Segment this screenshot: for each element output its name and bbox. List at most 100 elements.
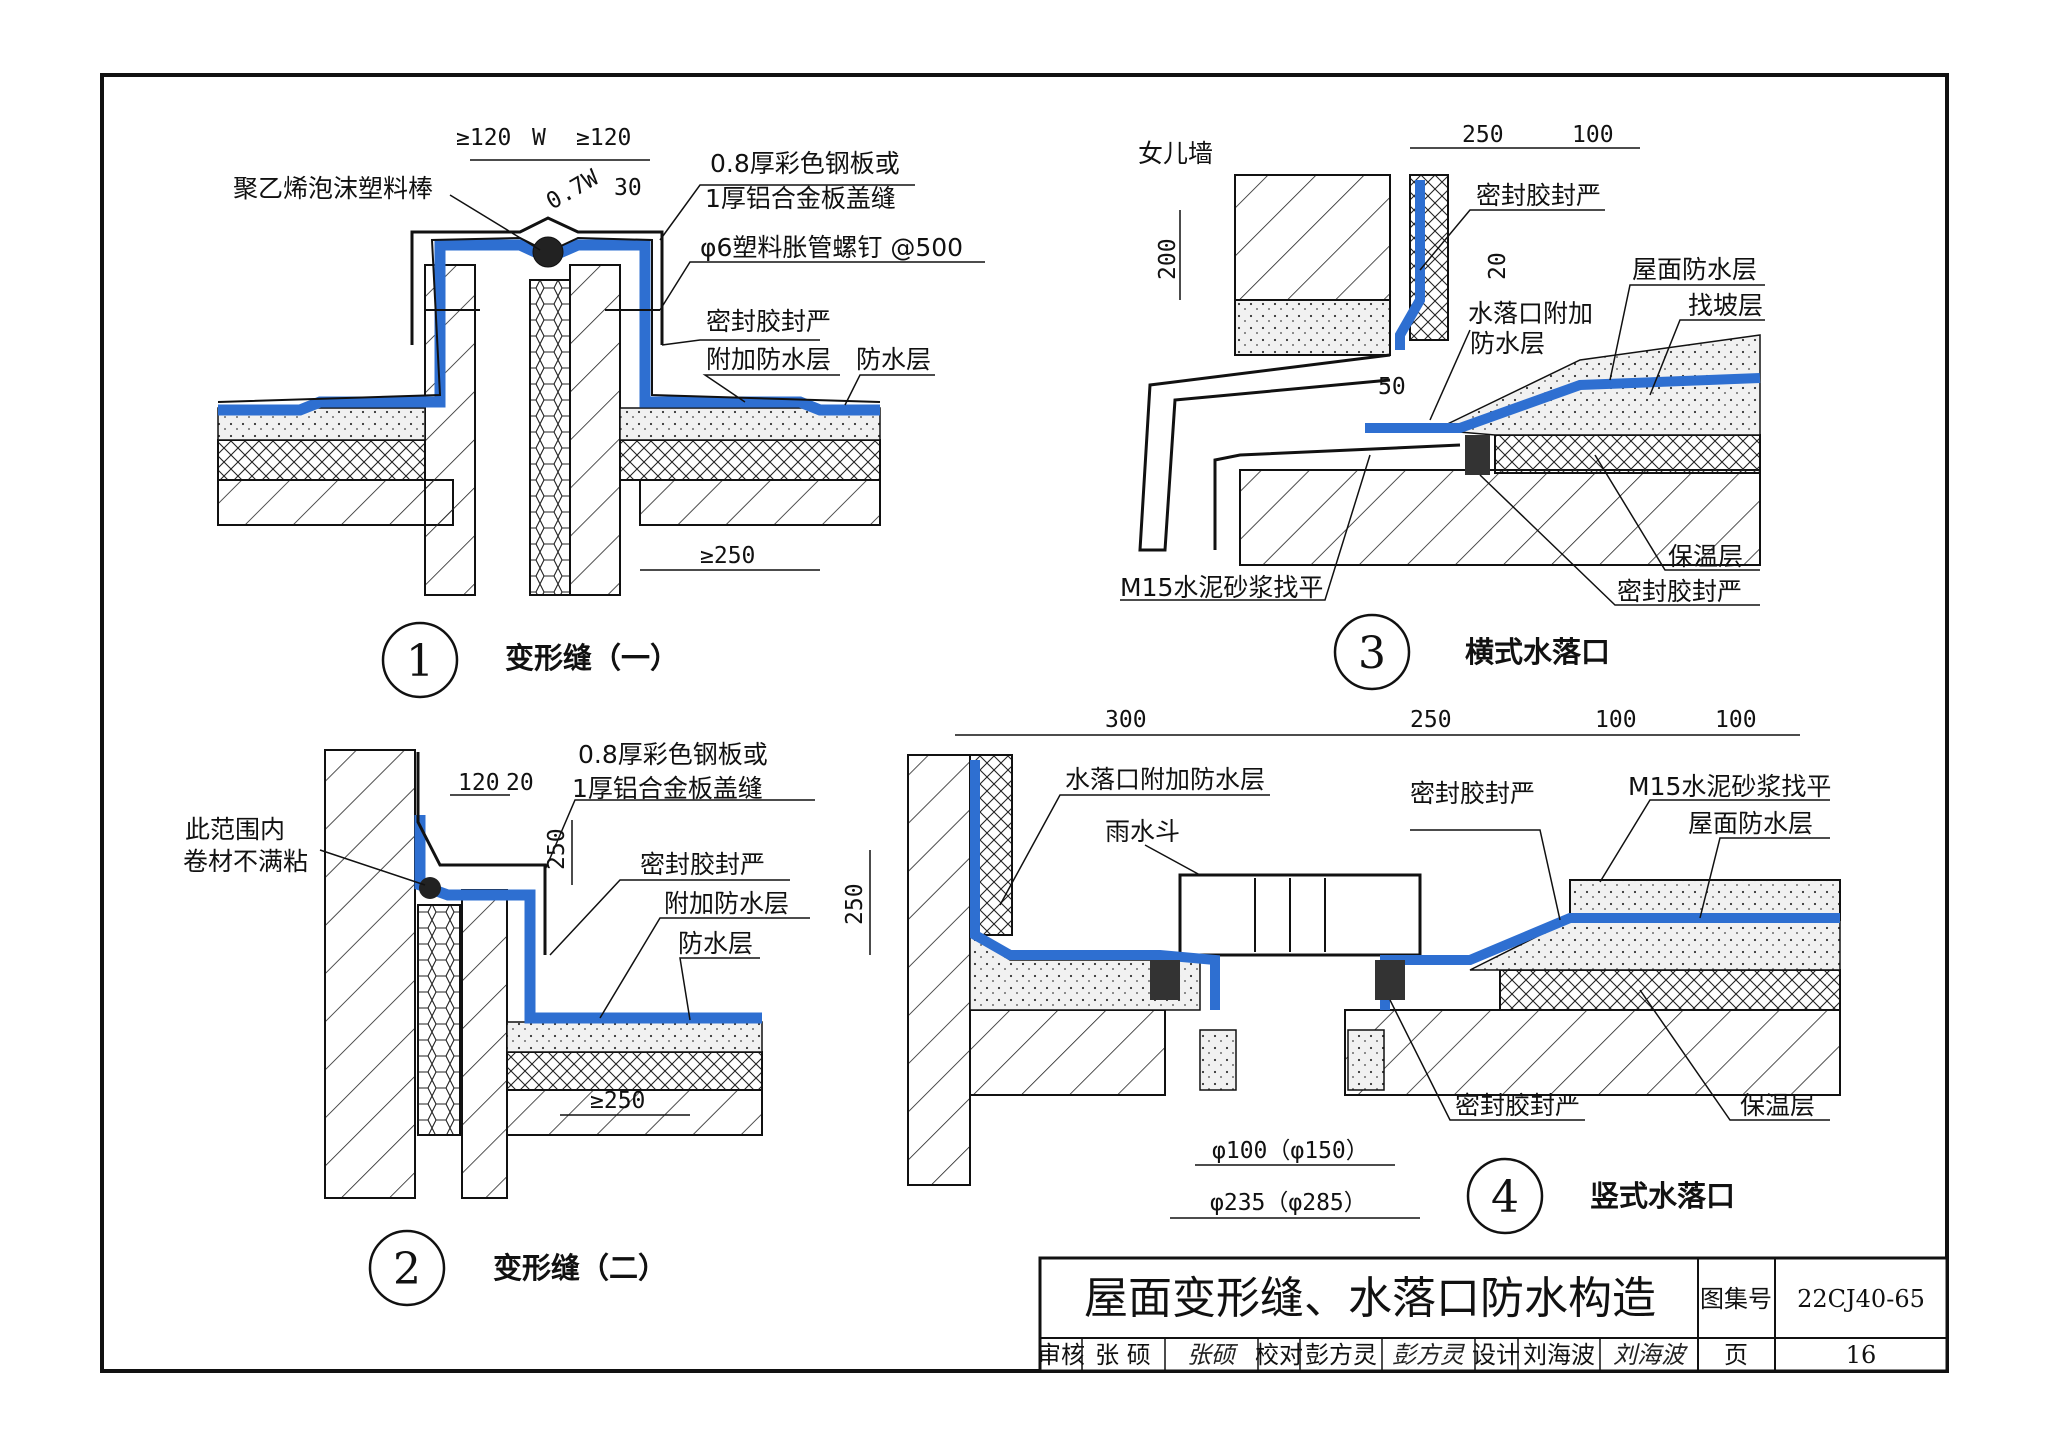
leader-sealant2-3 (1479, 474, 1760, 606)
dim-ge120-right: ≥120 (576, 125, 631, 151)
leader-sealant-3 (1419, 209, 1605, 271)
dim-20-3: 20 (1485, 252, 1511, 280)
foam-rod (532, 236, 564, 268)
label-slope: 找坡层 (1688, 291, 1763, 320)
detail-1-text: ≥120 W ≥120 0.7W 30 ≥250 聚乙烯泡沫塑料棒 0.8厚彩色… (233, 125, 963, 699)
label-cover-2-1: 0.8厚彩色钢板或 (578, 740, 768, 769)
check-label: 校对 (1255, 1341, 1303, 1369)
foam-rod-2 (419, 877, 441, 899)
dim-ge250: ≥250 (700, 543, 755, 569)
leader-roof-wp-4 (1699, 837, 1830, 919)
wall-left (424, 264, 476, 596)
parapet-wall (1234, 174, 1391, 311)
slab-4-right (1344, 1009, 1841, 1096)
parapet-base (1234, 299, 1391, 356)
insulation-2 (506, 1051, 763, 1091)
detail-3-number-circle (1333, 613, 1411, 691)
label-screw: φ6塑料胀管螺钉 @500 (700, 233, 963, 262)
reviewer-signature: 张硕 (1187, 1341, 1239, 1369)
leader-sealant2-4 (1389, 999, 1585, 1121)
label-rain-hopper: 雨水斗 (1105, 817, 1180, 846)
detail-4-number-circle (1466, 1157, 1544, 1235)
slab-2 (506, 1089, 763, 1136)
dim-30: 30 (614, 175, 642, 201)
sheet-title: 屋面变形缝、水落口防水构造 (1084, 1273, 1656, 1324)
dim-300: 300 (1105, 707, 1147, 733)
leader-wp-2 (679, 957, 760, 1021)
dim-250-4: 250 (1410, 707, 1452, 733)
label-mortar-3: M15水泥砂浆找平 (1120, 573, 1323, 602)
leader-mortar-4 (1599, 799, 1830, 883)
leader-screw (659, 261, 985, 311)
label-cover-2-2: 1厚铝合金板盖缝 (572, 774, 763, 803)
dim-250-vertical-4: 250 (842, 883, 868, 925)
mortar-2 (506, 1021, 763, 1053)
design-label: 设计 (1472, 1341, 1520, 1369)
detail-4-caption: 竖式水落口 (1590, 1179, 1735, 1213)
cover-plate-2 (416, 752, 547, 955)
label-sealant2-4: 密封胶封严 (1455, 1091, 1580, 1120)
dim-120: 120 (458, 770, 500, 796)
insulation-left (217, 439, 426, 481)
label-outlet-wp-1: 水落口附加 (1468, 299, 1593, 328)
label-foam-rod: 聚乙烯泡沫塑料棒 (233, 174, 433, 203)
label-insulation-3: 保温层 (1668, 542, 1743, 571)
detail-3-number: 3 (1358, 628, 1386, 679)
label-extra-wp: 附加防水层 (706, 345, 831, 374)
rain-hopper (1178, 873, 1422, 957)
review-label: 审核 (1037, 1341, 1085, 1369)
detail-2-caption: 变形缝（二） (493, 1251, 667, 1285)
reviewer-name: 张 硕 (1095, 1341, 1151, 1369)
label-insulation-4: 保温层 (1740, 1091, 1815, 1120)
leader-extra-wp-2 (599, 917, 810, 1019)
insulation-right (619, 439, 881, 481)
slab-3 (1239, 469, 1761, 566)
title-block: 屋面变形缝、水落口防水构造 图集号 22CJ40-65 审核 张 硕 张硕 校对… (1037, 1256, 1949, 1373)
detail-3-text: 女儿墙 250 100 200 20 50 密封胶封严 屋面防水层 找坡层 水落… (1120, 122, 1763, 691)
label-sealant-4: 密封胶封严 (1410, 779, 1535, 808)
label-sealant-2: 密封胶封严 (640, 850, 765, 879)
leader-wp (844, 374, 935, 406)
label-roof-wp-3: 屋面防水层 (1632, 255, 1757, 284)
leader-sealant (661, 339, 820, 346)
sealant-block-3 (1465, 435, 1490, 475)
foam-core-2 (417, 904, 461, 1136)
leader-range (319, 849, 426, 886)
checker-signature: 彭方灵 (1392, 1341, 1465, 1369)
label-cover-2: 1厚铝合金板盖缝 (705, 184, 896, 213)
detail-1-number: 1 (406, 636, 434, 687)
leader-insulation (1594, 454, 1760, 571)
label-wp-2: 防水层 (678, 929, 753, 958)
wall-2b (461, 889, 508, 1199)
leader-sealant-2 (549, 879, 790, 956)
dim-100-4b: 100 (1715, 707, 1757, 733)
leader-foam (449, 194, 541, 251)
label-mortar-4: M15水泥砂浆找平 (1628, 772, 1831, 801)
page-number: 16 (1846, 1341, 1877, 1369)
detail-4-text: 300 250 100 100 250 φ100（φ150） φ235（φ285… (842, 707, 1831, 1235)
leader-outlet-wp (1429, 329, 1471, 421)
wall-4 (907, 754, 971, 1186)
insulation-4 (1499, 969, 1841, 1011)
leader-roof-wp (1609, 284, 1765, 381)
leader-outlet-wp-4 (999, 794, 1270, 906)
mortar-left (217, 407, 426, 441)
detail-2-number-circle (368, 1229, 446, 1307)
outlet-pipe (1138, 353, 1391, 552)
atlas-label: 图集号 (1700, 1285, 1772, 1313)
dim-100-4a: 100 (1595, 707, 1637, 733)
dim-250-3: 250 (1462, 122, 1504, 148)
label-range-1: 此范围内 (185, 815, 285, 844)
outlet-pipe-lower (1213, 443, 1461, 550)
label-cover-1: 0.8厚彩色钢板或 (710, 149, 900, 178)
dim-ge250-2: ≥250 (590, 1088, 645, 1114)
sealant-l (1150, 960, 1180, 1000)
label-sealant: 密封胶封严 (706, 307, 831, 336)
leader-mortar (1120, 454, 1371, 601)
detail-1-caption: 变形缝（一） (505, 641, 679, 675)
slab-right (639, 479, 881, 526)
dim-phi-235: φ235（φ285） (1210, 1190, 1367, 1216)
detail-2-text: 120 20 250 ≥250 此范围内 卷材不满粘 0.8厚彩色钢板或 1厚铝… (183, 740, 789, 1307)
dim-50: 50 (1378, 374, 1406, 400)
